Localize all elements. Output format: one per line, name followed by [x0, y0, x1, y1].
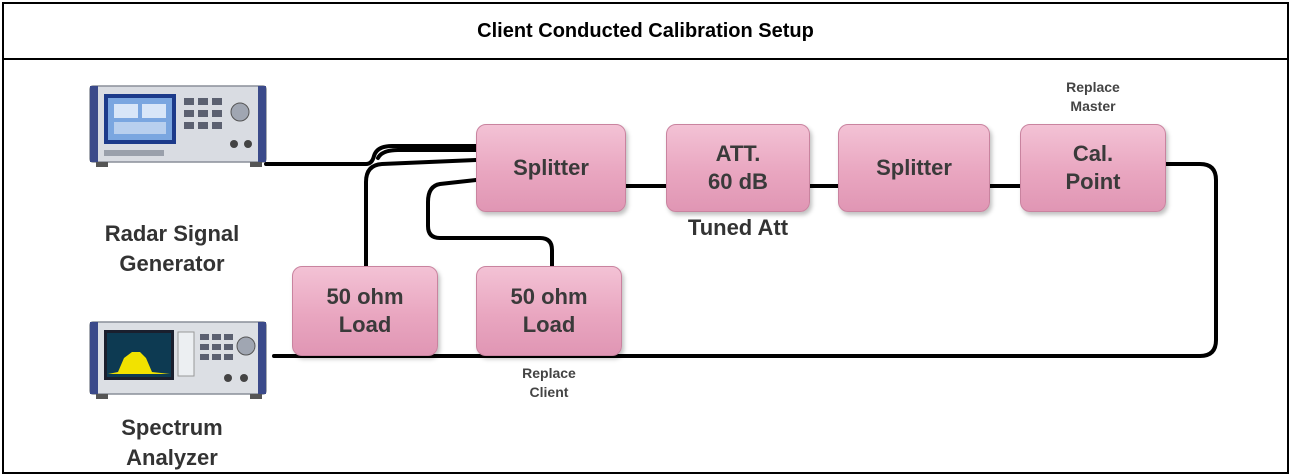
att-label-line2: 60 dB [708, 169, 768, 194]
load-1-line1: 50 ohm [326, 284, 404, 309]
cal-point-line2: Point [1065, 169, 1121, 194]
wire-splitter-load1 [364, 158, 478, 270]
analyzer-label-line1: Spectrum [121, 415, 223, 440]
splitter-2-label: Splitter [876, 155, 952, 180]
replace-master-line1: Replace [1066, 79, 1120, 95]
diagram-canvas: Radar Signal Generator Spectrum Analyzer [4, 60, 1287, 474]
replace-client-line1: Replace [522, 365, 576, 381]
load-2-line2: Load [522, 312, 576, 337]
splitter-block-2: Splitter [838, 124, 990, 212]
att-label-line1: ATT. [715, 141, 761, 166]
splitter-1-label: Splitter [513, 155, 589, 180]
attenuator-block: ATT. 60 dB [666, 124, 810, 212]
load-2-line1: 50 ohm [510, 284, 588, 309]
diagram-title: Client Conducted Calibration Setup [4, 4, 1287, 60]
wire-generator-splitter [264, 144, 478, 166]
wire-cal-analyzer [272, 162, 1218, 358]
tuned-att-label: Tuned Att [687, 215, 789, 240]
splitter-block-1: Splitter [476, 124, 626, 212]
wire-generator-splitter-2 [376, 148, 478, 160]
load-block-2: 50 ohm Load [476, 266, 622, 356]
cal-point-block: Cal. Point [1020, 124, 1166, 212]
generator-label-line1: Radar Signal [104, 221, 240, 246]
cal-point-line1: Cal. [1072, 141, 1114, 166]
load-block-1: 50 ohm Load [292, 266, 438, 356]
replace-client-line2: Client [529, 384, 569, 400]
wire-splitter-load2 [426, 178, 554, 270]
replace-master-line2: Master [1070, 98, 1116, 114]
analyzer-label-line2: Analyzer [126, 445, 218, 470]
generator-label-line2: Generator [119, 251, 225, 276]
spectrum-analyzer-icon [89, 321, 267, 399]
radar-generator-icon [89, 85, 267, 167]
load-1-line2: Load [338, 312, 392, 337]
connection-wires [264, 144, 1218, 358]
